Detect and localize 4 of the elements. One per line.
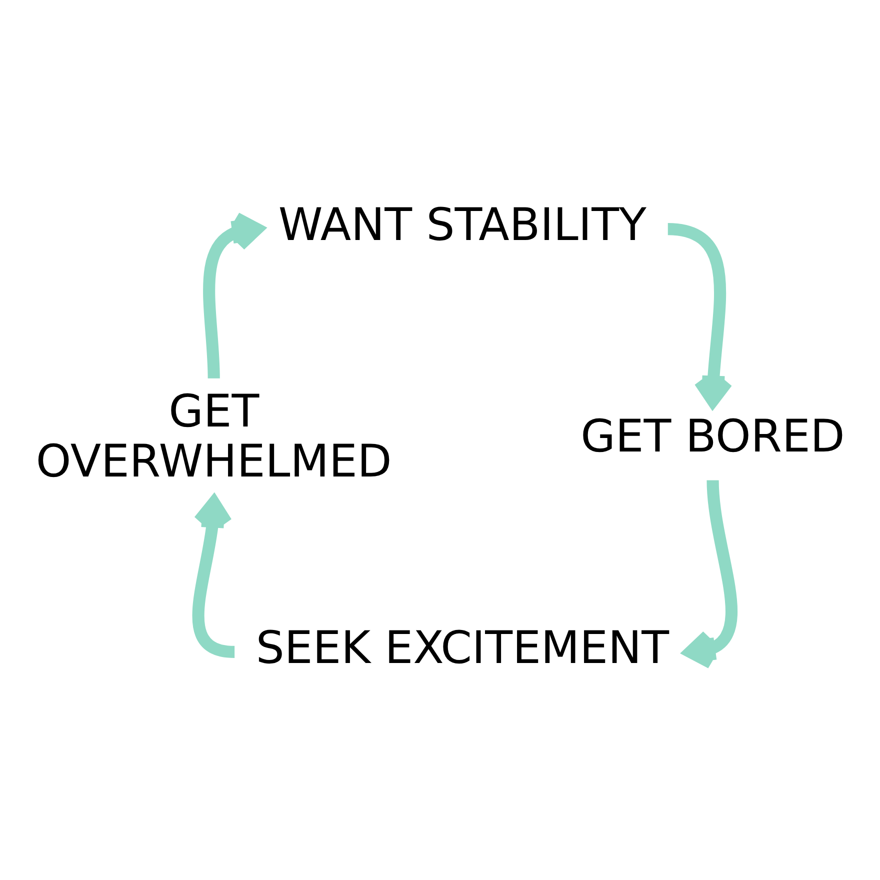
node-text: GET BORED: [580, 408, 845, 462]
node-text: SEEK EXCITEMENT: [256, 620, 669, 674]
node-text: GET OVERWHELMED: [36, 384, 392, 487]
node-text: WANT STABILITY: [278, 197, 646, 250]
